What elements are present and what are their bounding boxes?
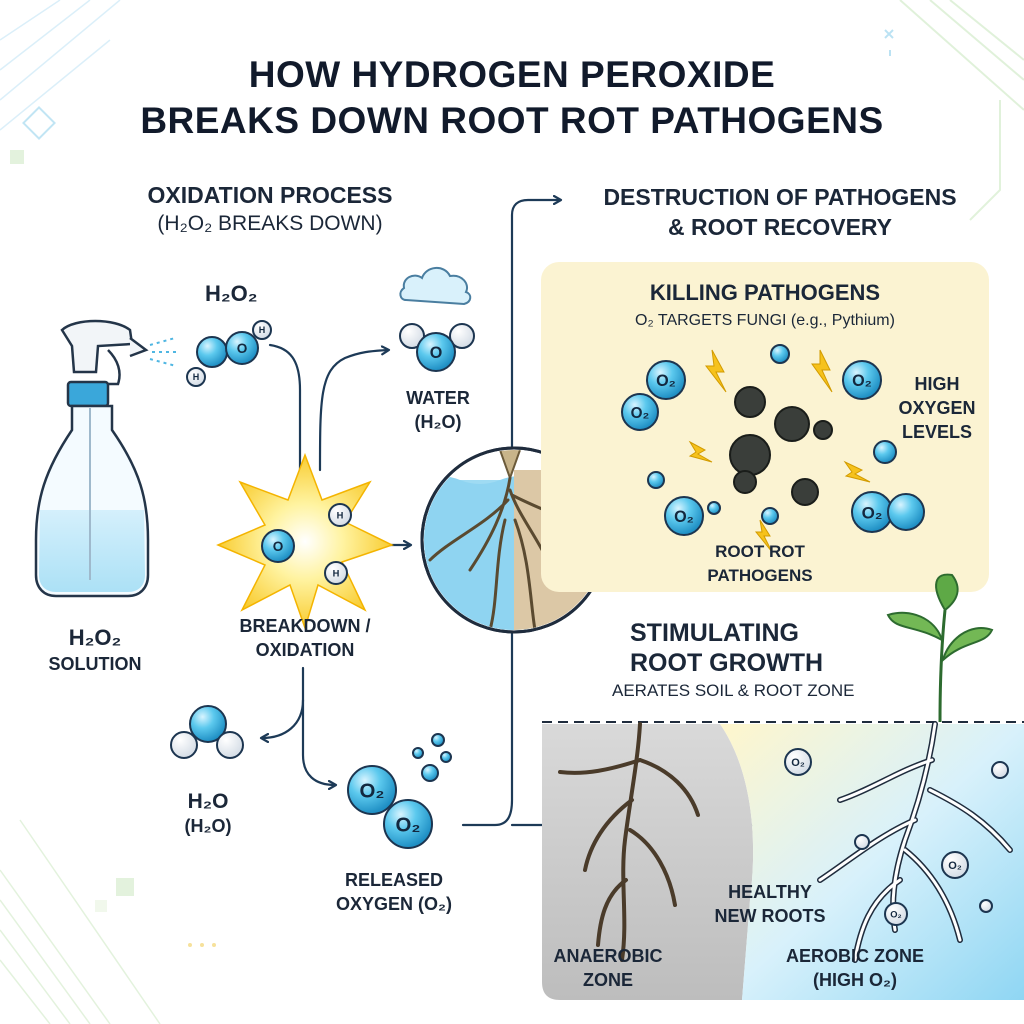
molecule-atom-label: H (193, 372, 200, 382)
molecule-atom-label: O₂ (852, 372, 872, 390)
cloud-icon (399, 267, 472, 306)
oxygen-atom (887, 493, 925, 531)
killing-subtitle: O₂ TARGETS FUNGI (e.g., Pythium) (635, 312, 895, 329)
o2-molecule: O₂ (941, 851, 969, 879)
healthy-roots-label: HEALTHY NEW ROOTS (714, 882, 826, 926)
growth-subtitle: AERATES SOIL & ROOT ZONE (612, 681, 855, 700)
bubble (854, 834, 870, 850)
o2-molecule: O₂ (842, 360, 882, 400)
molecule-atom-label: O₂ (396, 815, 421, 837)
bubble (770, 344, 790, 364)
high-oxygen-label: HIGH OXYGEN LEVELS (898, 374, 976, 442)
bubble (761, 507, 779, 525)
bubble (431, 733, 445, 747)
hydrogen-atom (216, 731, 244, 759)
molecule-atom-label: H (333, 569, 340, 579)
plant-sprout-icon (886, 573, 994, 723)
oxygen-atom: O (225, 331, 259, 365)
decorative-corner-bottom-left (0, 819, 216, 1024)
molecule-atom-label: O₂ (862, 503, 883, 522)
spray-bottle-icon (34, 319, 180, 598)
destruction-heading: DESTRUCTION OF PATHOGENS & ROOT RECOVERY (603, 184, 957, 240)
breakdown-label: BREAKDOWN / OXIDATION (239, 616, 371, 660)
molecule-atom-label: O₂ (890, 910, 901, 920)
killing-title: KILLING PATHOGENS (649, 280, 881, 305)
o2-molecule: O₂ (884, 902, 908, 926)
oxygen-atom (189, 705, 227, 743)
molecule-atom-label: H (337, 511, 344, 521)
molecule-atom-label: O₂ (791, 757, 805, 769)
bubble (873, 440, 897, 464)
hydrogen-atom: H (328, 503, 352, 527)
bubble (707, 501, 721, 515)
oxygen-atom (196, 336, 228, 368)
hydrogen-atom (170, 731, 198, 759)
molecule-atom-label: O (273, 539, 284, 554)
hydrogen-atom: H (324, 561, 348, 585)
oxygen-atom: O (416, 332, 456, 372)
hydrogen-atom (449, 323, 475, 349)
bubble (421, 764, 439, 782)
o2-molecule: O₂ (383, 799, 433, 849)
molecule-atom-label: O₂ (674, 508, 694, 526)
pathogen-cluster (729, 386, 833, 506)
o2-molecule: O₂ (646, 360, 686, 400)
solution-label: H₂O₂ SOLUTION (48, 625, 142, 674)
h2o-label: H₂O (H₂O) (184, 790, 232, 836)
bubble (991, 761, 1009, 779)
oxygen-atom: O (261, 529, 295, 563)
page-title: HOW HYDROGEN PEROXIDE BREAKS DOWN ROOT R… (140, 54, 884, 141)
molecule-atom-label: O₂ (631, 405, 650, 422)
pathogens-label: ROOT ROT PATHOGENS (707, 542, 813, 585)
bubble (412, 747, 424, 759)
bubble (647, 471, 665, 489)
anaerobic-roots (558, 722, 700, 962)
anaerobic-label: ANAEROBIC ZONE (553, 946, 663, 990)
oxidation-subheading: (H₂O₂ BREAKS DOWN) (157, 212, 383, 235)
anaerobic-zone (542, 724, 754, 1000)
oxidation-heading: OXIDATION PROCESS (H₂O₂ BREAKS DOWN) (100, 180, 440, 238)
water-label: WATER (H₂O) (406, 388, 470, 432)
molecule-atom-label: O₂ (360, 781, 385, 803)
molecule-atom-label: O (237, 341, 248, 356)
o2-molecule: O₂ (664, 496, 704, 536)
o2-molecule: O₂ (851, 491, 893, 533)
molecule-atom-label: O (430, 344, 443, 362)
bubble (440, 751, 452, 763)
bubble (979, 899, 993, 913)
o2-molecule: O₂ (347, 765, 397, 815)
oxidation-burst (216, 452, 394, 631)
decorative-corner-top-right (884, 0, 1024, 221)
molecule-atom-label: H (259, 325, 266, 335)
hydrogen-atom: H (186, 367, 206, 387)
molecule-atom-label: O₂ (656, 372, 676, 390)
h2o2-label: H₂O₂ (205, 281, 258, 306)
aerobic-label: AEROBIC ZONE (HIGH O₂) (785, 946, 924, 990)
released-oxygen-label: RELEASED OXYGEN (O₂) (335, 870, 452, 914)
lightning-icons (688, 349, 871, 553)
aerobic-zone (720, 724, 1024, 1000)
growth-title: STIMULATING ROOT GROWTH (630, 619, 824, 677)
decorative-corner-top-left (0, 0, 121, 164)
o2-molecule: O₂ (621, 393, 659, 431)
hydrogen-atom: H (252, 320, 272, 340)
molecule-atom-label: O₂ (948, 860, 962, 872)
o2-molecule: O₂ (784, 748, 812, 776)
